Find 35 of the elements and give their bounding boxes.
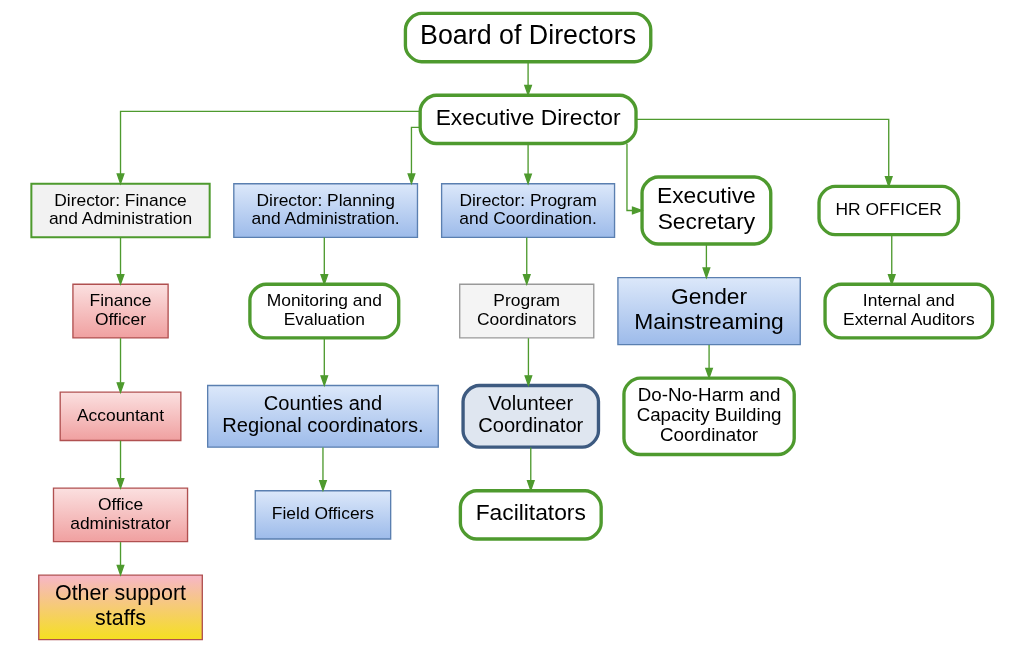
arrow [407,126,421,186]
node-box: Volunteer Coordinator [461,383,601,449]
arrow [702,243,711,280]
arrow [116,541,125,577]
node-box: Facilitators [458,489,603,541]
node-box: Internal and External Auditors [823,282,995,340]
arrow [116,236,125,287]
node-box: Director: Program and Coordination. [440,183,616,238]
node-box: Finance Officer [72,283,169,339]
node-box: Office administrator [52,487,189,543]
arrow [523,61,533,97]
arrow [524,337,533,388]
node-box: HR OFFICER [817,184,961,237]
node-box: Other support staffs [38,574,203,641]
node-box: Gender Mainstreaming [617,276,801,346]
node-box: Director: Finance and Administration [30,182,211,239]
arrow [320,337,329,388]
node-box: Board of Directors [403,11,653,64]
node-box: Do-No-Harm and Capacity Building Coordinator [622,376,796,457]
node-box: Counties and Regional coordinators. [207,384,439,448]
node-box: Executive Director [418,93,638,146]
arrow [116,110,421,186]
arrow [523,143,533,186]
arrow [318,446,328,493]
node-box: Monitoring and Evaluation [248,282,401,340]
node-box: Executive Secretary [640,175,773,246]
arrow [522,236,531,287]
node-box: Director: Planning and Administration. [233,183,419,238]
arrow [626,143,644,215]
node-box: Field Officers [254,490,392,540]
arrow [704,344,714,380]
node-box: Accountant [59,391,182,442]
arrow [116,440,125,491]
node-box: Program Coordinators [459,283,595,339]
arrow [116,337,125,395]
